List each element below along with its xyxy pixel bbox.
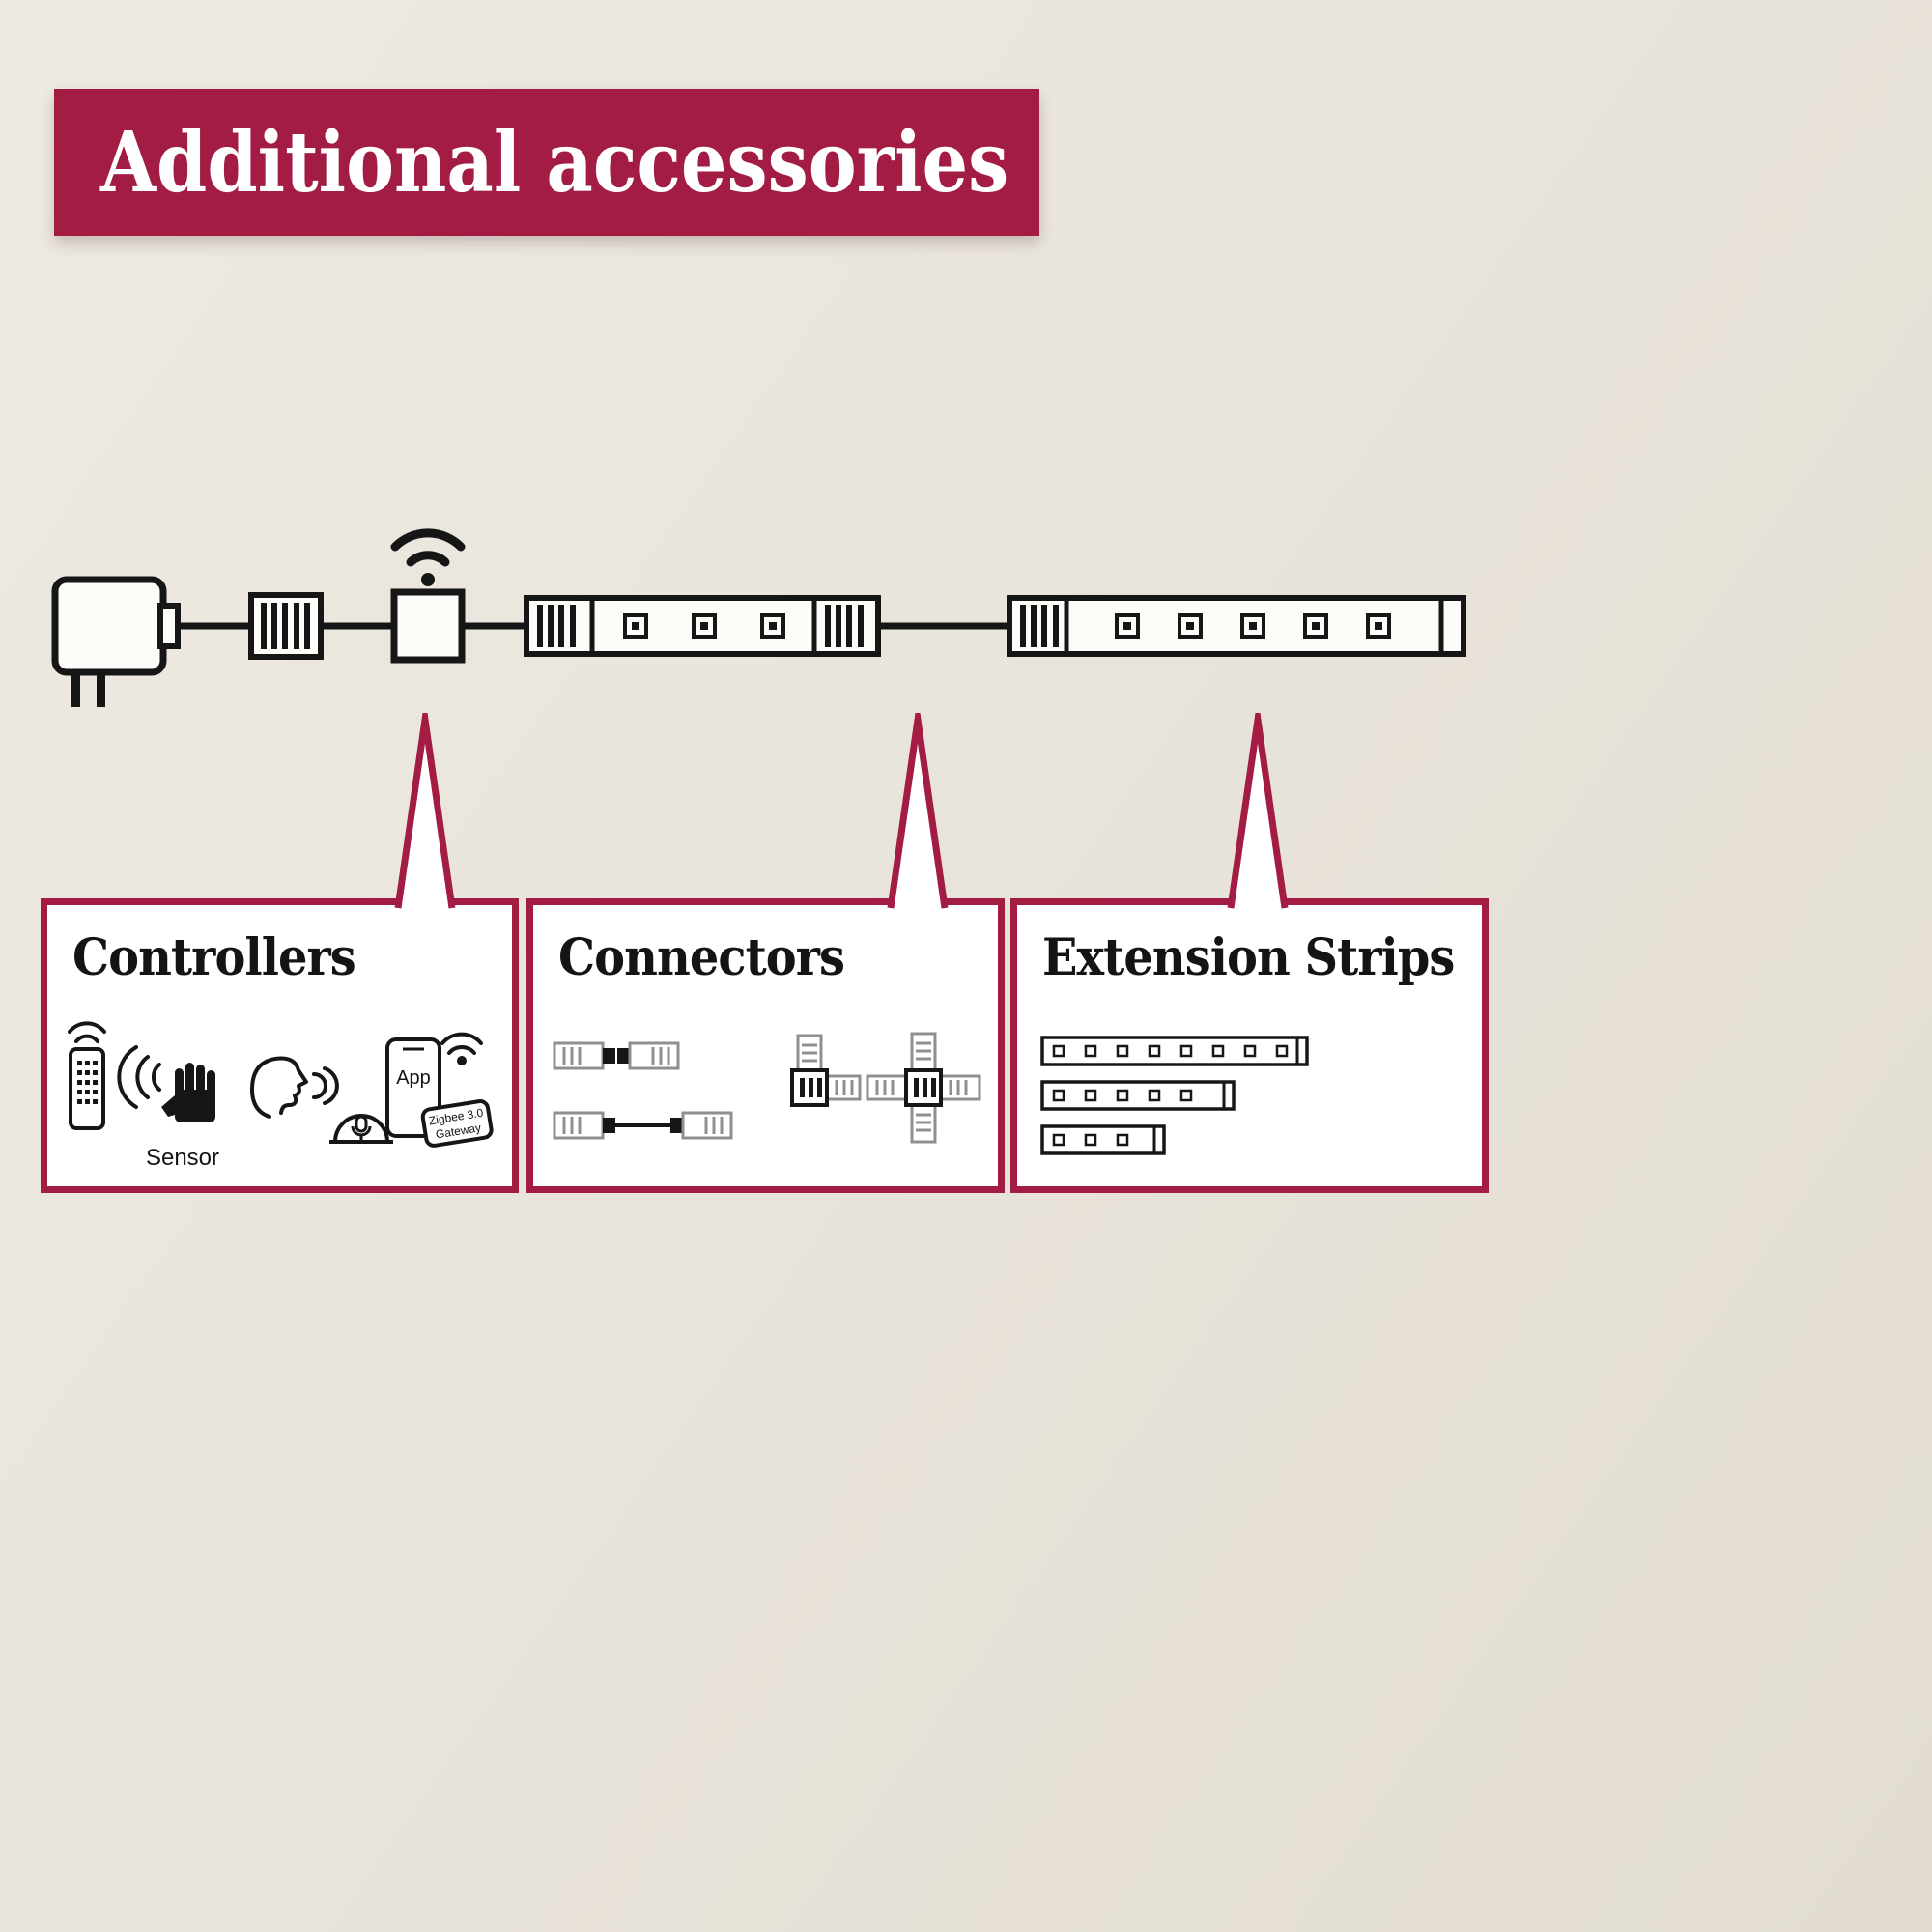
cross-connector-icon xyxy=(866,1032,981,1144)
extension-strips-title: Extension Strips xyxy=(1042,928,1455,987)
extension-strip-short-icon xyxy=(1040,1124,1166,1155)
hand-icon xyxy=(161,1063,215,1122)
voice-assistant-icon xyxy=(250,1056,393,1144)
corner-connector-icon xyxy=(790,1034,862,1107)
zigbee-gateway-icon: Zigbee 3.0 Gateway xyxy=(420,1099,494,1148)
pointer-to-controller xyxy=(394,713,456,909)
wifi-icon xyxy=(390,528,466,552)
cable-connector-icon xyxy=(553,1111,733,1140)
connectors-icons xyxy=(553,1032,981,1144)
extension-strip-long-icon xyxy=(1040,1036,1309,1066)
led-strip-extension-icon xyxy=(1007,595,1466,657)
callout-pointers xyxy=(394,713,1289,909)
title-banner: Additional accessories xyxy=(54,89,1039,236)
page-title: Additional accessories xyxy=(100,113,1009,212)
extension-strips-icons xyxy=(1040,1036,1309,1155)
power-adapter-icon xyxy=(51,576,181,707)
wifi-controller-icon xyxy=(390,528,466,664)
sensor-label: Sensor xyxy=(146,1145,219,1171)
smart-speaker-icon xyxy=(329,1114,393,1144)
app-gateway-icon: App Zigbee 3.0 Gateway xyxy=(385,1032,494,1148)
motion-sensor-icon: Sensor xyxy=(117,1045,219,1171)
controllers-icons: Sensor xyxy=(68,1021,494,1171)
led-system-diagram xyxy=(51,528,1466,707)
controllers-title: Controllers xyxy=(72,928,356,987)
microphone-icon xyxy=(351,1115,372,1141)
connectors-panel: Connectors xyxy=(526,898,1005,1193)
connectors-title: Connectors xyxy=(558,928,845,987)
controllers-panel: Controllers xyxy=(41,898,519,1193)
extension-strips-panel: Extension Strips xyxy=(1010,898,1489,1193)
speaking-face-icon xyxy=(250,1056,308,1119)
remote-control-icon xyxy=(68,1021,106,1130)
wifi-icon xyxy=(440,1032,483,1055)
app-label: App xyxy=(396,1067,431,1089)
pointer-to-connector xyxy=(887,713,949,909)
direct-connector-icon xyxy=(553,1041,680,1070)
strip-clip-connector-icon xyxy=(248,592,324,660)
pointer-to-extension-strip xyxy=(1227,713,1289,909)
extension-strip-medium-icon xyxy=(1040,1080,1236,1111)
led-strip-icon xyxy=(524,595,881,657)
